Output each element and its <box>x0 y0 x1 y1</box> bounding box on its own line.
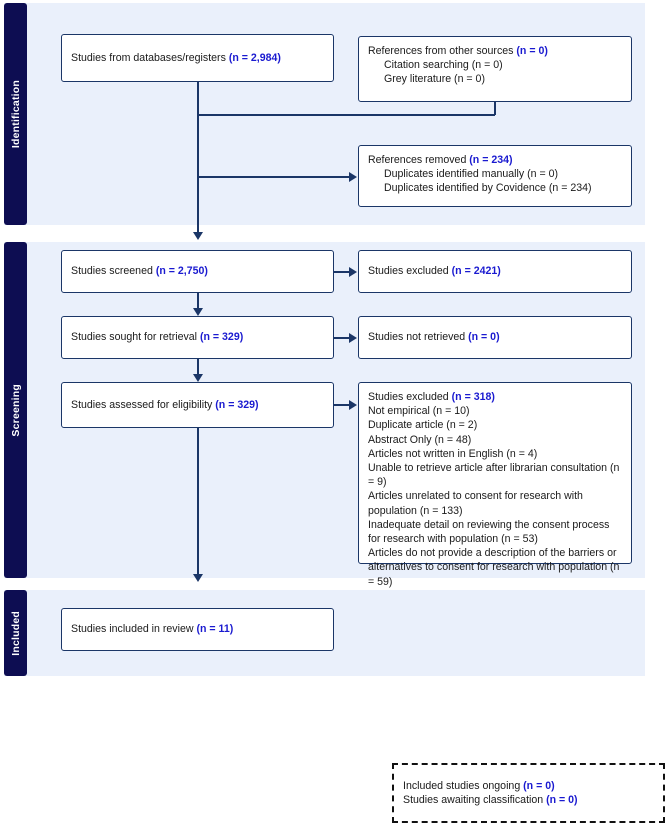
databases-line: Studies from databases/registers (n = 2,… <box>71 51 324 65</box>
box-studies-excluded-screening[interactable]: Studies excluded (n = 2421) <box>358 250 632 293</box>
excluded-eligibility-label: Studies excluded <box>368 391 452 403</box>
exclusion-reason: Articles do not provide a description of… <box>368 547 620 588</box>
references-removed-count: (n = 234) <box>469 154 513 166</box>
connector-screened-to-excluded <box>334 271 349 273</box>
awaiting-classification-count: (n = 0) <box>546 794 578 806</box>
connector-assessed-to-excluded <box>334 404 349 406</box>
sought-line: Studies sought for retrieval (n = 329) <box>71 330 324 344</box>
excluded-eligibility-count: (n = 318) <box>451 391 495 403</box>
ongoing-count: (n = 0) <box>523 779 555 792</box>
other-sources-sub-1: Citation searching (n = 0) <box>384 59 503 72</box>
excluded-eligibility-line: Studies excluded (n = 318) <box>368 390 622 404</box>
box-references-other-sources[interactable]: References from other sources (n = 0) Ci… <box>358 36 632 102</box>
arrow-assessed-to-excluded <box>349 400 357 410</box>
exclusion-reason: Articles not written in English (n = 4) <box>368 447 538 460</box>
identification-band-tab: Identification <box>4 3 27 225</box>
not-retrieved-label: Studies not retrieved <box>368 331 469 344</box>
screening-band-tab: Screening <box>4 242 27 578</box>
sought-label: Studies sought for retrieval <box>71 331 200 344</box>
awaiting-classification-label: Studies awaiting classification <box>403 794 547 806</box>
arrow-to-references-removed <box>349 172 357 182</box>
references-removed-line: References removed (n = 234) <box>368 153 622 167</box>
exclusion-reason: Unable to retrieve article after librari… <box>368 462 620 489</box>
connector-sought-down <box>197 359 199 375</box>
sought-count: (n = 329) <box>199 331 244 344</box>
connector-screened-down <box>197 293 199 309</box>
exclusion-reason: Abstract Only (n = 48) <box>368 433 472 446</box>
references-removed-sub-2: Duplicates identified by Covidence (n = … <box>384 182 592 195</box>
arrow-sought-to-assessed <box>193 374 203 382</box>
connector-sought-to-not-retrieved <box>334 337 349 339</box>
box-studies-from-databases[interactable]: Studies from databases/registers (n = 2,… <box>61 34 334 82</box>
not-retrieved-count: (n = 0) <box>468 331 500 344</box>
box-ongoing-awaiting[interactable]: Included studies ongoing (n = 0) Studies… <box>392 763 665 823</box>
excluded-screened-line: Studies excluded (n = 2421) <box>368 264 622 278</box>
other-sources-line: References from other sources (n = 0) <box>368 44 622 58</box>
references-removed-label: References removed <box>368 154 470 166</box>
arrow-assessed-to-included <box>193 574 203 582</box>
connector-assessed-down <box>197 428 199 576</box>
other-sources-label: References from other sources <box>368 45 517 57</box>
included-review-label: Studies included in review <box>71 623 197 636</box>
exclusion-reason: Duplicate article (n = 2) <box>368 419 478 432</box>
awaiting-classification-line: Studies awaiting classification (n = 0) <box>403 793 654 807</box>
connector-databases-down <box>197 82 199 234</box>
box-studies-included-review[interactable]: Studies included in review (n = 11) <box>61 608 334 651</box>
screened-count: (n = 2,750) <box>155 265 208 278</box>
ongoing-line: Included studies ongoing (n = 0) <box>403 779 654 793</box>
exclusion-reason: Articles unrelated to consent for resear… <box>368 490 583 517</box>
box-studies-assessed-eligibility[interactable]: Studies assessed for eligibility (n = 32… <box>61 382 334 428</box>
databases-count: (n = 2,984) <box>228 51 281 64</box>
references-removed-sub-1: Duplicates identified manually (n = 0) <box>384 168 559 181</box>
databases-label: Studies from databases/registers <box>71 51 229 64</box>
screening-band-label: Screening <box>9 383 22 437</box>
connector-to-references-removed <box>197 176 349 178</box>
other-sources-count: (n = 0) <box>516 45 548 57</box>
assessed-count: (n = 329) <box>215 398 259 411</box>
box-references-removed[interactable]: References removed (n = 234) Duplicates … <box>358 145 632 207</box>
included-review-line: Studies included in review (n = 11) <box>71 622 324 636</box>
screened-label: Studies screened <box>71 265 156 278</box>
included-band-label: Included <box>9 610 22 656</box>
box-studies-not-retrieved[interactable]: Studies not retrieved (n = 0) <box>358 316 632 359</box>
ongoing-label: Included studies ongoing <box>403 779 524 792</box>
identification-band-label: Identification <box>9 79 22 149</box>
box-studies-sought-retrieval[interactable]: Studies sought for retrieval (n = 329) <box>61 316 334 359</box>
connector-other-sources-join <box>197 114 495 116</box>
exclusion-reason: Inadequate detail on reviewing the conse… <box>368 518 610 546</box>
arrow-sought-to-not-retrieved <box>349 333 357 343</box>
included-review-count: (n = 11) <box>196 623 234 636</box>
excluded-screened-label: Studies excluded <box>368 265 452 278</box>
box-studies-excluded-eligibility[interactable]: Studies excluded (n = 318) Not empirical… <box>358 382 632 588</box>
box-studies-screened[interactable]: Studies screened (n = 2,750) <box>61 250 334 293</box>
assessed-line: Studies assessed for eligibility (n = 32… <box>71 398 324 412</box>
not-retrieved-line: Studies not retrieved (n = 0) <box>368 330 622 344</box>
excluded-screened-count: (n = 2421) <box>451 265 501 278</box>
connector-other-sources-down <box>494 102 496 115</box>
arrow-screened-to-excluded <box>349 267 357 277</box>
other-sources-sub-2: Grey literature (n = 0) <box>384 73 485 86</box>
assessed-label: Studies assessed for eligibility <box>71 398 216 411</box>
arrow-databases-to-screened <box>193 232 203 240</box>
exclusion-reason: Not empirical (n = 10) <box>368 405 470 418</box>
arrow-screened-to-sought <box>193 308 203 316</box>
screened-line: Studies screened (n = 2,750) <box>71 264 324 278</box>
included-band-tab: Included <box>4 590 27 676</box>
